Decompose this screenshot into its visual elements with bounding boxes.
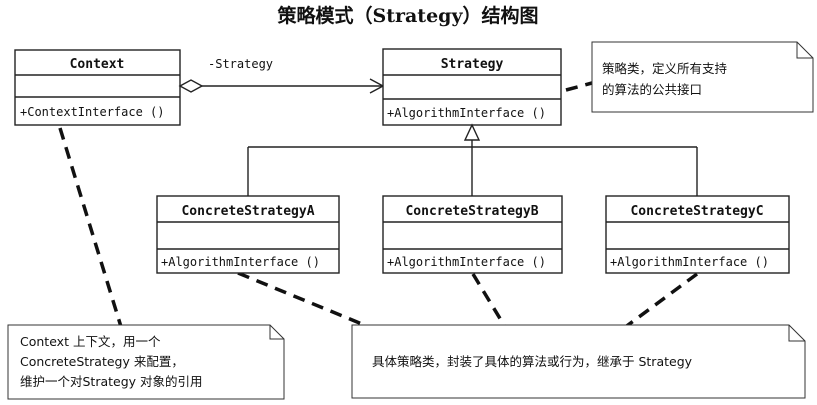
context-note-fold — [269, 325, 284, 340]
diagram-title: 策略模式（Strategy）结构图 — [277, 4, 538, 27]
concrete-strategy-c-operation: +AlgorithmInterface () — [610, 255, 769, 269]
context-note-line-2: ConcreteStrategy 来配置， — [20, 354, 184, 369]
concrete-strategies-note-box — [351, 324, 806, 399]
context-class-operation: +ContextInterface () — [20, 105, 165, 119]
aggregation-diamond — [178, 79, 204, 93]
concrete-strategy-b-name: ConcreteStrategyB — [405, 204, 538, 219]
concrete-strategy-b-class: ConcreteStrategyB +AlgorithmInterface () — [382, 195, 563, 274]
concrete-strategy-b-operation: +AlgorithmInterface () — [387, 255, 546, 269]
strategy-class-operation: +AlgorithmInterface () — [387, 106, 546, 120]
strategy-note: 策略类，定义所有支持 的算法的公共接口 — [591, 41, 814, 113]
strategy-class-name: Strategy — [441, 57, 504, 72]
context-class: Context +ContextInterface () — [14, 49, 181, 126]
concrete-strategies-note: 具体策略类，封装了具体的算法或行为，继承于 Strategy — [351, 324, 806, 399]
strategy-note-box — [591, 41, 814, 113]
context-note-connector — [58, 127, 124, 331]
context-class-box — [14, 49, 181, 126]
concrete-c-note-connector — [622, 272, 699, 330]
strategy-class: Strategy +AlgorithmInterface () — [382, 48, 562, 126]
strategy-note-connector — [565, 81, 593, 92]
strategy-note-fold — [796, 42, 813, 59]
concrete-strategy-c-name: ConcreteStrategyC — [630, 204, 763, 219]
aggregation-association: -Strategy — [178, 57, 385, 94]
concrete-strategies-note-fold — [788, 325, 805, 342]
concrete-strategies-note-text: 具体策略类，封装了具体的算法或行为，继承于 Strategy — [372, 354, 693, 369]
strategy-note-line-2: 的算法的公共接口 — [602, 82, 702, 97]
association-label: -Strategy — [208, 57, 273, 71]
inheritance-triangle — [463, 123, 481, 141]
context-note-line-1: Context 上下文，用一个 — [20, 334, 161, 349]
concrete-strategy-c-box — [605, 195, 790, 274]
concrete-strategy-b-box — [382, 195, 563, 274]
inheritance-relationship — [247, 123, 698, 196]
concrete-strategy-a-operation: +AlgorithmInterface () — [161, 255, 320, 269]
concrete-strategy-a-box — [156, 195, 340, 274]
context-note-line-3: 维护一个对Strategy 对象的引用 — [20, 374, 203, 389]
concrete-strategy-a-name: ConcreteStrategyA — [181, 204, 314, 219]
concrete-strategy-c-class: ConcreteStrategyC +AlgorithmInterface () — [605, 195, 790, 274]
concrete-strategy-a-class: ConcreteStrategyA +AlgorithmInterface () — [156, 195, 340, 274]
context-note: Context 上下文，用一个 ConcreteStrategy 来配置， 维护… — [7, 324, 285, 400]
context-note-box — [7, 324, 285, 400]
strategy-note-line-1: 策略类，定义所有支持 — [602, 61, 727, 76]
concrete-b-note-connector — [471, 273, 512, 336]
context-class-name: Context — [70, 57, 125, 72]
